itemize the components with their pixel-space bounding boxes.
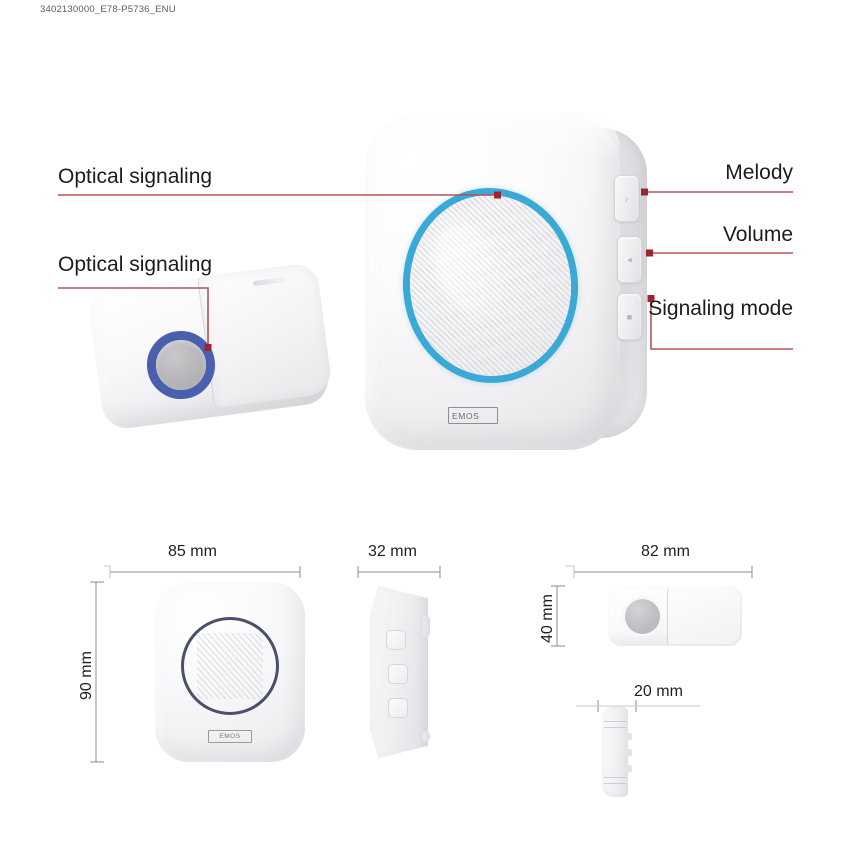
chime-front-grille — [197, 633, 263, 699]
chime-side-view-tab-bottom — [423, 732, 430, 741]
dim-corner-remote — [565, 565, 575, 578]
volume-icon: ◂ — [627, 254, 632, 264]
callout-signaling-mode: Signaling mode — [648, 297, 793, 320]
push-button-front-key — [625, 599, 660, 634]
dim-label-chime-width: 85 mm — [168, 543, 217, 560]
volume-button[interactable]: ◂ — [617, 236, 642, 283]
dim-label-remote-height: 40 mm — [539, 594, 556, 643]
chime-side-view-tab-top — [423, 616, 430, 636]
melody-button[interactable]: ♪ — [614, 175, 639, 222]
dim-label-chime-height: 90 mm — [78, 651, 95, 700]
chime-front-view: EMOS — [155, 582, 305, 762]
emos-logo-badge: EMOS — [448, 407, 498, 424]
chime-front-ring — [181, 617, 279, 715]
push-button-side-view — [598, 707, 638, 797]
dim-label-chime-depth: 32 mm — [368, 543, 417, 560]
signaling-mode-icon: ■ — [626, 311, 633, 322]
push-button-front-view — [608, 586, 742, 646]
push-button-side-nub-2 — [627, 749, 632, 756]
melody-icon: ♪ — [624, 193, 629, 204]
push-button-front-cover — [667, 588, 740, 644]
signaling-mode-button[interactable]: ■ — [617, 293, 642, 340]
chime-front-emos-badge: EMOS — [208, 730, 252, 743]
dim-label-remote-depth: 20 mm — [634, 683, 683, 700]
dim-corner-chime — [104, 565, 111, 578]
push-button-key[interactable] — [156, 340, 206, 390]
push-button-side-line-4 — [604, 783, 626, 784]
push-button-side-body — [602, 707, 628, 797]
push-button-side-nub-3 — [627, 765, 632, 772]
callout-melody: Melody — [725, 161, 793, 184]
hero-chime-illustration: EMOS ♪ ◂ ■ — [365, 100, 655, 455]
callout-optical-signaling-chime: Optical signaling — [58, 165, 213, 188]
hero-push-button-illustration — [86, 255, 385, 445]
chime-side-view-button-2 — [388, 664, 408, 684]
callout-volume: Volume — [722, 223, 793, 246]
chime-side-view — [362, 582, 438, 762]
callout-optical-signaling-button: Optical signaling — [58, 253, 213, 276]
push-button-side-line-2 — [604, 727, 626, 728]
chime-side-view-button-3 — [388, 698, 408, 718]
chime-top-bevel — [395, 112, 620, 162]
document-code: 3402130000_E78-P5736_ENU — [40, 4, 176, 15]
push-button-side-line-1 — [604, 721, 626, 722]
push-button-side-nub-1 — [627, 733, 632, 740]
push-button-side-line-3 — [604, 777, 626, 778]
chime-side-view-button-1 — [386, 630, 406, 650]
dim-label-remote-width: 82 mm — [641, 543, 690, 560]
